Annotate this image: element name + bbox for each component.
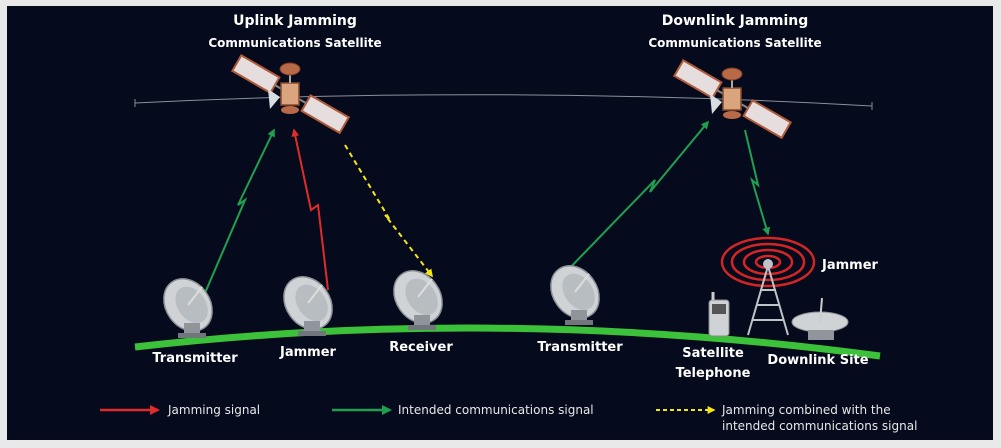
- legend-intended-label: Intended communications signal: [398, 403, 594, 417]
- receiver-dish-icon: [382, 260, 454, 334]
- label-transmitter-2: Transmitter: [537, 340, 623, 355]
- legend-jamming-label: Jamming signal: [167, 403, 260, 417]
- label-satellite-telephone-line2: Telephone: [676, 366, 751, 381]
- jamming-diagram: Uplink Jamming Communications Satellite …: [100, 13, 917, 433]
- uplink-title: Uplink Jamming: [233, 13, 357, 29]
- downlink-site-dish-icon: [791, 297, 849, 340]
- intended-signal-uplink-2: [561, 120, 710, 277]
- label-downlink-site: Downlink Site: [767, 353, 868, 368]
- downlink-subtitle: Communications Satellite: [648, 36, 821, 50]
- transmitter-dish-icon: [152, 268, 224, 342]
- transmitter-dish-icon-2: [539, 255, 611, 329]
- label-jammer: Jammer: [279, 345, 337, 360]
- uplink-subtitle: Communications Satellite: [208, 36, 381, 50]
- label-transmitter: Transmitter: [152, 351, 238, 366]
- downlink-satellite-icon: [673, 59, 792, 139]
- jamming-signal-uplink: [291, 128, 329, 291]
- label-satellite-telephone-line1: Satellite: [682, 346, 744, 361]
- intended-signal-downlink: [744, 129, 771, 236]
- combined-signal-downlink: [344, 144, 433, 278]
- intended-signal-uplink: [204, 128, 275, 294]
- orbit-line: [134, 94, 873, 107]
- jammer-tower-icon: [747, 259, 789, 336]
- downlink-title: Downlink Jamming: [662, 13, 809, 29]
- label-receiver: Receiver: [389, 340, 453, 355]
- ground-line: [134, 324, 881, 360]
- legend-combined-label-line1: Jamming combined with the: [721, 403, 891, 417]
- label-jammer-2: Jammer: [821, 258, 879, 273]
- diagram-panel: Uplink Jamming Communications Satellite …: [7, 6, 993, 440]
- uplink-satellite-icon: [231, 54, 350, 134]
- legend-combined-label-line2: intended communications signal: [722, 419, 917, 433]
- satellite-telephone-icon: [708, 292, 730, 337]
